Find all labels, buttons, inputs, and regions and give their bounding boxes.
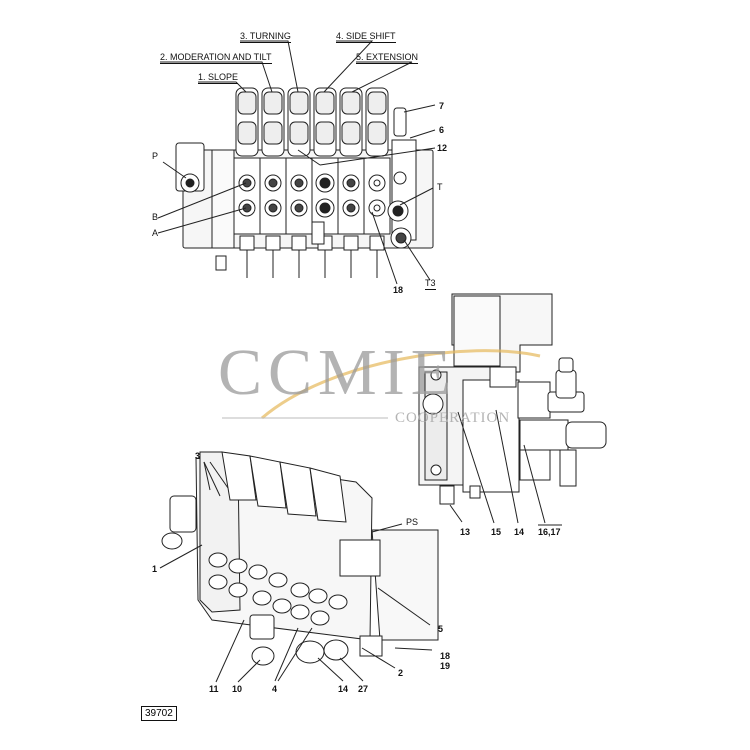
top-valve-assembly (175, 87, 434, 278)
callout-27: 27 (358, 684, 369, 694)
callout-12: 12 (437, 143, 448, 153)
callout-16-17: 16,17 (538, 527, 561, 537)
watermark-tagline: COOPERATION (395, 410, 511, 426)
watermark-swoosh (261, 349, 541, 420)
callout-t3: T3 (425, 278, 436, 290)
callout-b: B (152, 212, 159, 222)
label-turning: 3. TURNING (240, 31, 291, 43)
watermark-brand: CCMIE (218, 336, 458, 409)
callout-1: 1 (152, 564, 158, 574)
iso-valve-assembly (161, 451, 439, 666)
callout-5: 5 (438, 624, 444, 634)
figure-id-box: 39702 (141, 706, 177, 721)
label-extension: 5. EXTENSION (356, 52, 419, 64)
label-slope: 1. SLOPE (198, 72, 239, 84)
callout-3: 3 (195, 451, 201, 461)
label-moderation-tilt: 2. MODERATION AND TILT (160, 52, 272, 64)
callout-7: 7 (439, 101, 445, 111)
side-valve-assembly (418, 293, 607, 505)
callout-11: 11 (209, 684, 219, 694)
callout-18-top: 18 (393, 285, 404, 295)
callout-19: 19 (440, 661, 451, 671)
callout-13: 13 (460, 527, 471, 537)
callout-18-iso: 18 (440, 651, 451, 661)
callout-t: T (437, 182, 443, 192)
callout-10: 10 (232, 684, 243, 694)
callout-14-side: 14 (514, 527, 525, 537)
callout-a: A (152, 228, 159, 238)
callout-p: P (152, 151, 159, 161)
callout-4: 4 (272, 684, 278, 694)
callout-2: 2 (398, 668, 404, 678)
label-side-shift: 4. SIDE SHIFT (336, 31, 396, 43)
callout-ps: PS (406, 517, 419, 527)
callout-6: 6 (439, 125, 445, 135)
callout-15: 15 (491, 527, 502, 537)
callout-14-iso: 14 (338, 684, 349, 694)
